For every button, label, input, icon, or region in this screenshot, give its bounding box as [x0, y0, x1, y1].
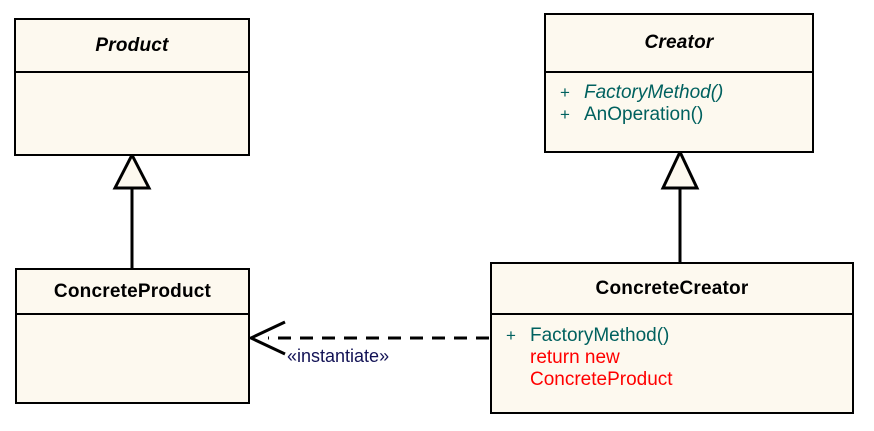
- generalization-concretecreator-to-creator: [660, 148, 700, 263]
- class-header-concretecreator: ConcreteCreator: [492, 264, 852, 315]
- member-signature: FactoryMethod(): [584, 82, 724, 103]
- member-visibility: +: [506, 326, 516, 345]
- class-members-creator: + FactoryMethod() + AnOperation(): [546, 73, 812, 151]
- class-header-product: Product: [16, 20, 248, 73]
- member-note-line: return new: [530, 347, 620, 369]
- generalization-concreteproduct-to-product: [112, 151, 152, 269]
- generalization-arrowhead-right: [660, 148, 700, 190]
- class-member-row: + FactoryMethod(): [546, 82, 812, 104]
- member-note-line: ConcreteProduct: [530, 369, 673, 391]
- class-member-row: + FactoryMethod(): [492, 325, 852, 347]
- class-name-concreteproduct: ConcreteProduct: [53, 280, 212, 302]
- class-member-row: + AnOperation(): [546, 104, 812, 126]
- member-visibility: +: [560, 105, 570, 125]
- member-signature: AnOperation(): [584, 104, 704, 126]
- class-name-concretecreator: ConcreteCreator: [595, 277, 749, 299]
- class-members-concretecreator: + FactoryMethod() return new ConcretePro…: [492, 315, 852, 416]
- class-name-product: Product: [95, 34, 169, 56]
- class-header-creator: Creator: [546, 15, 812, 73]
- class-box-product[interactable]: Product: [14, 18, 250, 156]
- member-visibility: +: [560, 83, 570, 102]
- member-signature: FactoryMethod(): [530, 325, 670, 346]
- class-name-creator: Creator: [644, 32, 714, 53]
- class-box-concreteproduct[interactable]: ConcreteProduct: [15, 268, 250, 404]
- class-members-concreteproduct: [17, 315, 248, 406]
- generalization-arrowhead-left: [112, 151, 152, 190]
- class-box-concretecreator[interactable]: ConcreteCreator + FactoryMethod() return…: [490, 262, 854, 414]
- class-box-creator[interactable]: Creator + FactoryMethod() + AnOperation(…: [544, 13, 814, 153]
- class-members-product: [16, 73, 248, 154]
- dependency-open-arrowhead: [247, 320, 286, 356]
- dependency-label-instantiate: «instantiate»: [287, 346, 390, 366]
- class-header-concreteproduct: ConcreteProduct: [17, 270, 248, 315]
